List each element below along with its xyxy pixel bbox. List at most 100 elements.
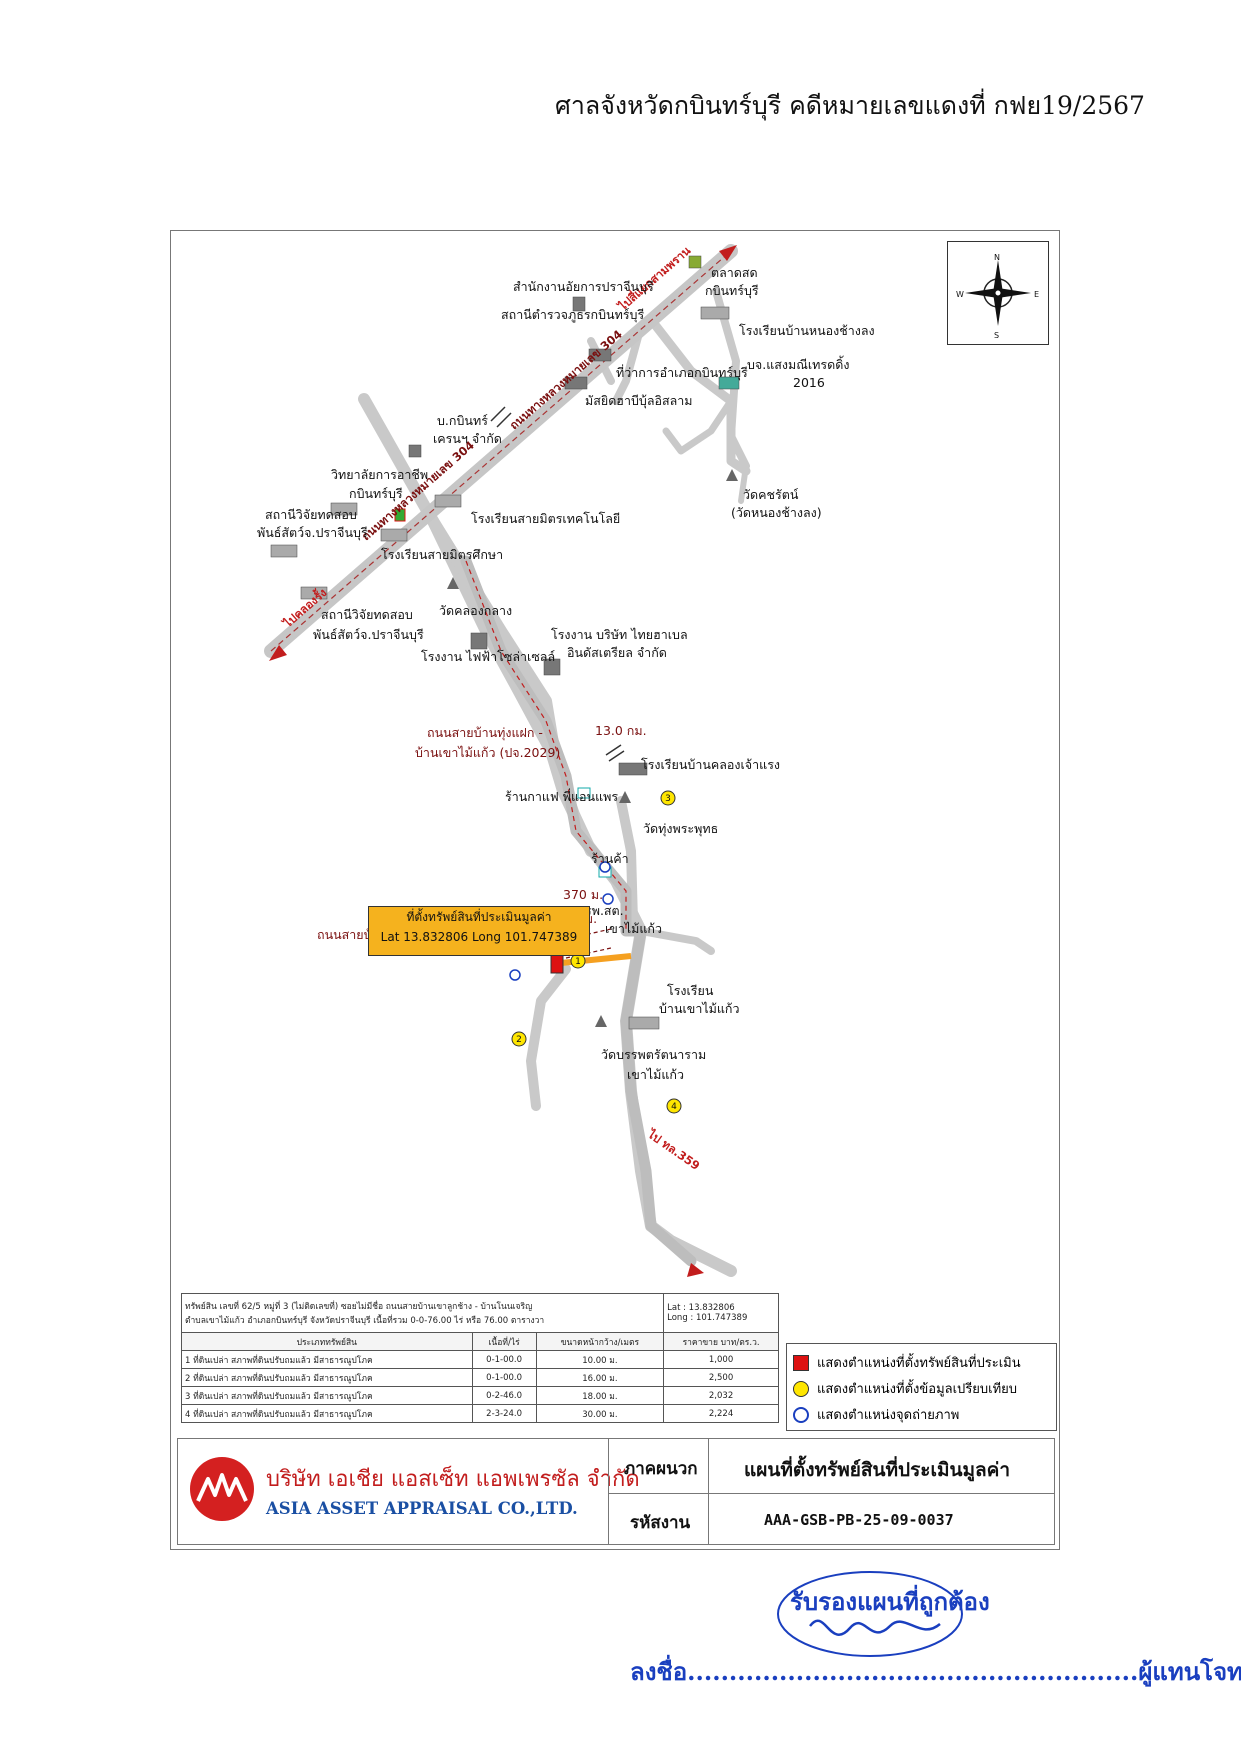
row-area: 0-1-00.0 [471, 1368, 537, 1387]
temple-icon-wat-khlong [447, 577, 459, 589]
title-block: บริษัท เอเชีย แอสเซ็ท แอพเพรซัล จำกัด AS… [177, 1438, 1055, 1545]
label-wat-ban-1: วัดบรรพตรัตนาราม [601, 1047, 707, 1062]
label-station2-2: พันธ์สัตว์จ.ปราจีนบุรี [313, 627, 424, 642]
compass-n: N [994, 253, 1000, 262]
route-2029-main [460, 555, 697, 1267]
row-no: 3 [185, 1391, 191, 1402]
compass-s: S [994, 331, 1000, 340]
arrow-ne [719, 245, 737, 261]
col-type: ประเภททรัพย์สิน [181, 1332, 473, 1351]
label-factory-2: อินดัสเตรียล จำกัด [567, 645, 667, 660]
cafe-icon [577, 787, 591, 799]
label-shop: ร้านค้า [591, 851, 629, 866]
compass-e: E [1034, 290, 1040, 299]
building-icon-market [688, 255, 702, 269]
row-no: 1 [185, 1355, 191, 1366]
row-price: 1,000 [663, 1350, 779, 1369]
compass-w: W [956, 290, 964, 299]
legend-subject-icon [793, 1354, 809, 1371]
label-wat-ban-2: เขาไม้แก้ว [627, 1067, 685, 1082]
row-price: 2,500 [663, 1368, 779, 1387]
row-no: 4 [185, 1409, 191, 1420]
col-price: ราคาขาย บาท/ตร.ว. [663, 1332, 779, 1351]
stamp-oval [777, 1571, 963, 1657]
building-icon-college [330, 502, 358, 516]
building-icon-school-tech [434, 494, 462, 508]
table-header-row: ประเภททรัพย์สิน เนื้อที่/ไร่ ขนาดหน้ากว้… [181, 1332, 779, 1351]
col-width: ขนาดหน้ากว้าง/เมตร [535, 1332, 665, 1351]
label-school-nong: โรงเรียนบ้านหนองช้างลง [739, 323, 875, 338]
col-area: เนื้อที่/ไร่ [471, 1332, 537, 1351]
label-school-khlong: โรงเรียนบ้านคลองเจ้าแรง [641, 757, 781, 772]
label-station2-1: สถานีวิจัยทดสอบ [321, 607, 413, 622]
appendix-value: แผนที่ตั้งทรัพย์สินที่ประเมินมูลค่า [744, 1459, 1011, 1481]
building-icon-school-nong [700, 306, 730, 320]
compass-icon [965, 260, 1031, 326]
legend-subject-label: แสดงตำแหน่งที่ตั้งทรัพย์สินที่ประเมิน [817, 1356, 1021, 1371]
route-2029-dash [465, 560, 627, 931]
label-prosecutor: สำนักงานอัยการปราจีนบุรี [513, 279, 654, 294]
label-kabin-1: บ.กบินทร์ [437, 413, 488, 428]
road-break-1 [490, 406, 512, 428]
compass-rose: N S E W [947, 241, 1049, 345]
building-icon-school-khao [628, 1016, 660, 1030]
company-name-th: บริษัท เอเชีย แอสเซ็ท แอพเพรซัล จำกัด [266, 1467, 640, 1492]
label-hospital-2: เขาไม้แก้ว [605, 921, 663, 936]
label-station1-1: สถานีวิจัยทดสอบ [265, 507, 357, 522]
building-icon-factory2 [543, 658, 561, 676]
row-type: ที่ดินเปล่า สภาพที่ดินปรับถมแล้ว มีสาธาร… [193, 1355, 373, 1366]
table-row: 3 ที่ดินเปล่า สภาพที่ดินปรับถมแล้ว มีสาธ… [181, 1386, 779, 1405]
company-logo [190, 1457, 254, 1521]
arrow-sw [269, 645, 287, 661]
label-mosque: มัสยิดฮาบีบุ้ลอิสลาม [585, 393, 693, 408]
job-code-value: AAA-GSB-PB-25-09-0037 [764, 1511, 954, 1529]
highway-304-center [270, 250, 732, 652]
arrow-se [687, 1263, 704, 1277]
label-school-tech: โรงเรียนสายมิตรเทคโนโลยี [471, 511, 621, 526]
sign-prefix: ลงชื่อ [630, 1657, 688, 1686]
legend-photo-icon [793, 1406, 809, 1423]
label-school-khao-1: โรงเรียน [667, 983, 714, 998]
callout-coords: Lat 13.832806 Long 101.747389 [380, 930, 578, 944]
label-dist-370: 370 ม. [563, 887, 604, 902]
label-solar: โรงงาน ไฟฟ้าโซล่าเซลล์ [421, 649, 556, 664]
label-station1-2: พันธ์สัตว์จ.ปราจีนบุรี [257, 525, 368, 540]
road-local-2 [612, 322, 645, 405]
callout-title: ที่ตั้งทรัพย์สินที่ประเมินมูลค่า [406, 910, 552, 924]
signature-line: ลงชื่อ..................................… [630, 1652, 1241, 1691]
compare-marker-1-label: 1 [575, 957, 581, 967]
photo-point-3 [509, 969, 521, 981]
row-type: ที่ดินเปล่า สภาพที่ดินปรับถมแล้ว มีสาธาร… [193, 1391, 373, 1402]
sign-dots: ........................................… [687, 1657, 1139, 1686]
road-market [712, 287, 750, 470]
legend-photo-label: แสดงตำแหน่งจุดถ่ายภาพ [817, 1408, 960, 1423]
convenience-store-icon [394, 508, 406, 522]
row-type: ที่ดินเปล่า สภาพที่ดินปรับถมแล้ว มีสาธาร… [193, 1409, 373, 1420]
temple-icons [447, 469, 738, 1027]
row-area: 0-1-00.0 [471, 1350, 537, 1369]
label-district-office: ที่ว่าการอำเภอกบินทร์บุรี [616, 365, 748, 380]
label-wat-kha-2: (วัดหนองช้างลง) [731, 505, 822, 520]
building-icon-district [588, 348, 612, 362]
building-icon-school-khlong [618, 762, 648, 776]
building-icon-prosecutor [572, 296, 586, 312]
row-area: 0-2-46.0 [471, 1386, 537, 1405]
subject-callout: ที่ตั้งทรัพย์สินที่ประเมินมูลค่า Lat 13.… [368, 906, 590, 956]
compare-marker-3 [660, 790, 676, 806]
row-price: 2,032 [663, 1386, 779, 1405]
row-width: 18.00 ม. [535, 1386, 665, 1405]
building-icon-school-suksa [380, 528, 408, 542]
legend-compare-icon [793, 1380, 809, 1397]
label-college-2: กบินทร์บุรี [349, 486, 403, 501]
building-icon-station1 [270, 544, 298, 558]
label-hospital-1: รพ.สต. [585, 903, 624, 918]
label-police: สถานีตำรวจภูธรกบินทร์บุรี [501, 307, 645, 322]
job-code-label: รหัสงาน [630, 1513, 691, 1533]
compare-marker-2-label: 2 [516, 1035, 522, 1045]
company-name-en: ASIA ASSET APPRAISAL CO.,LTD. [266, 1499, 578, 1518]
road-2029-lower [616, 796, 638, 926]
building-icon-factory1 [470, 632, 488, 650]
case-header: ศาลจังหวัดกบินทร์บุรี คดีหมายเลขแดงที่ ก… [555, 91, 1145, 120]
appendix-label: ภาคผนวก [624, 1459, 698, 1479]
compare-marker-3-label: 3 [665, 794, 671, 804]
